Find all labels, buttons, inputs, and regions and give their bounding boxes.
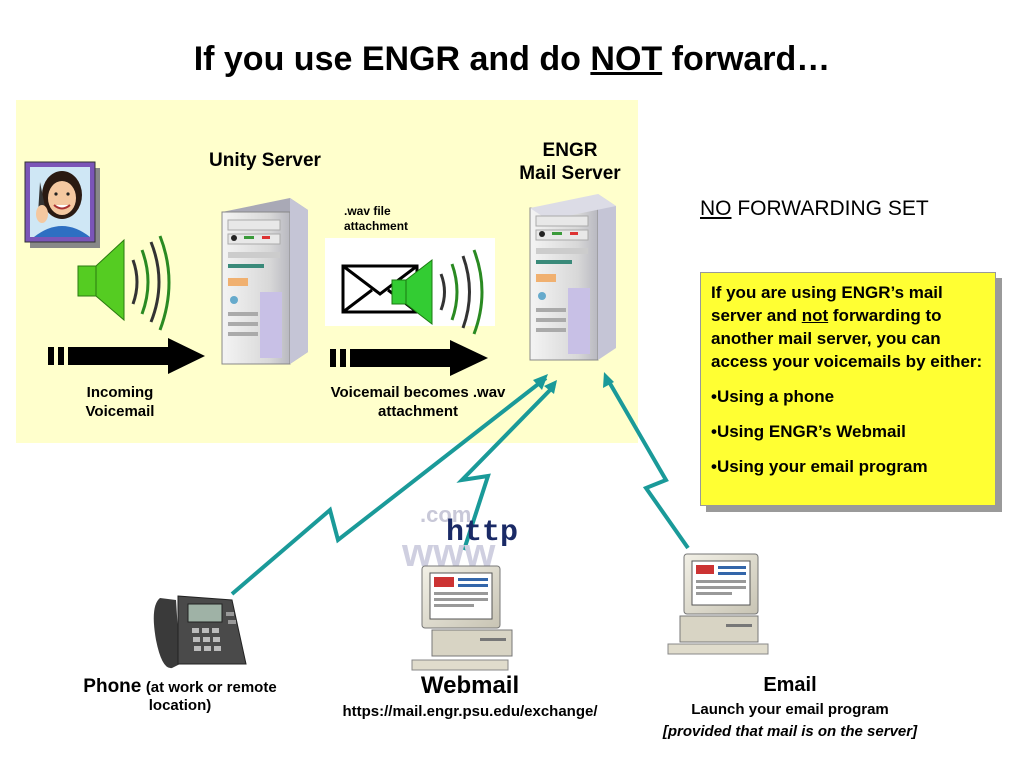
svg-text:.com: .com [420,502,471,527]
www-logo-icon: .com www http [401,502,518,575]
webmail-label: Webmail [420,672,520,699]
email-note: [provided that mail is on the server] [662,723,918,740]
email-label: Email [763,674,817,696]
webmail-url[interactable]: https://mail.engr.psu.edu/exchange/ [342,703,598,720]
speaker-icon [391,249,484,335]
svg-text:http: http [446,516,518,550]
unity-server-label: Unity Server [209,150,321,171]
computer-icon [411,565,513,671]
speaker-icon [77,235,171,331]
computer-icon [667,553,769,655]
access-methods-callout: If you are using ENGR’s mail server and … [700,272,996,506]
no-forwarding-heading: NO FORWARDING SET [700,197,929,220]
arrow-right-icon [330,340,488,376]
server-tower-icon [221,198,308,365]
server-tower-icon [529,194,616,361]
person-on-phone-icon [24,161,100,248]
slide-title: If you use ENGR and do NOT forward… [193,40,831,78]
callout-item-phone: •Using a phone [711,387,835,406]
callout-intro: If you are using ENGR’s mail server and … [711,283,983,371]
callout-item-webmail: •Using ENGR’s Webmail [711,422,906,441]
connector-lines [230,372,690,596]
arrow-right-icon [48,338,205,374]
email-instruction: Launch your email program [691,701,889,718]
callout-item-email: •Using your email program [711,457,928,476]
desk-phone-icon [153,595,247,669]
